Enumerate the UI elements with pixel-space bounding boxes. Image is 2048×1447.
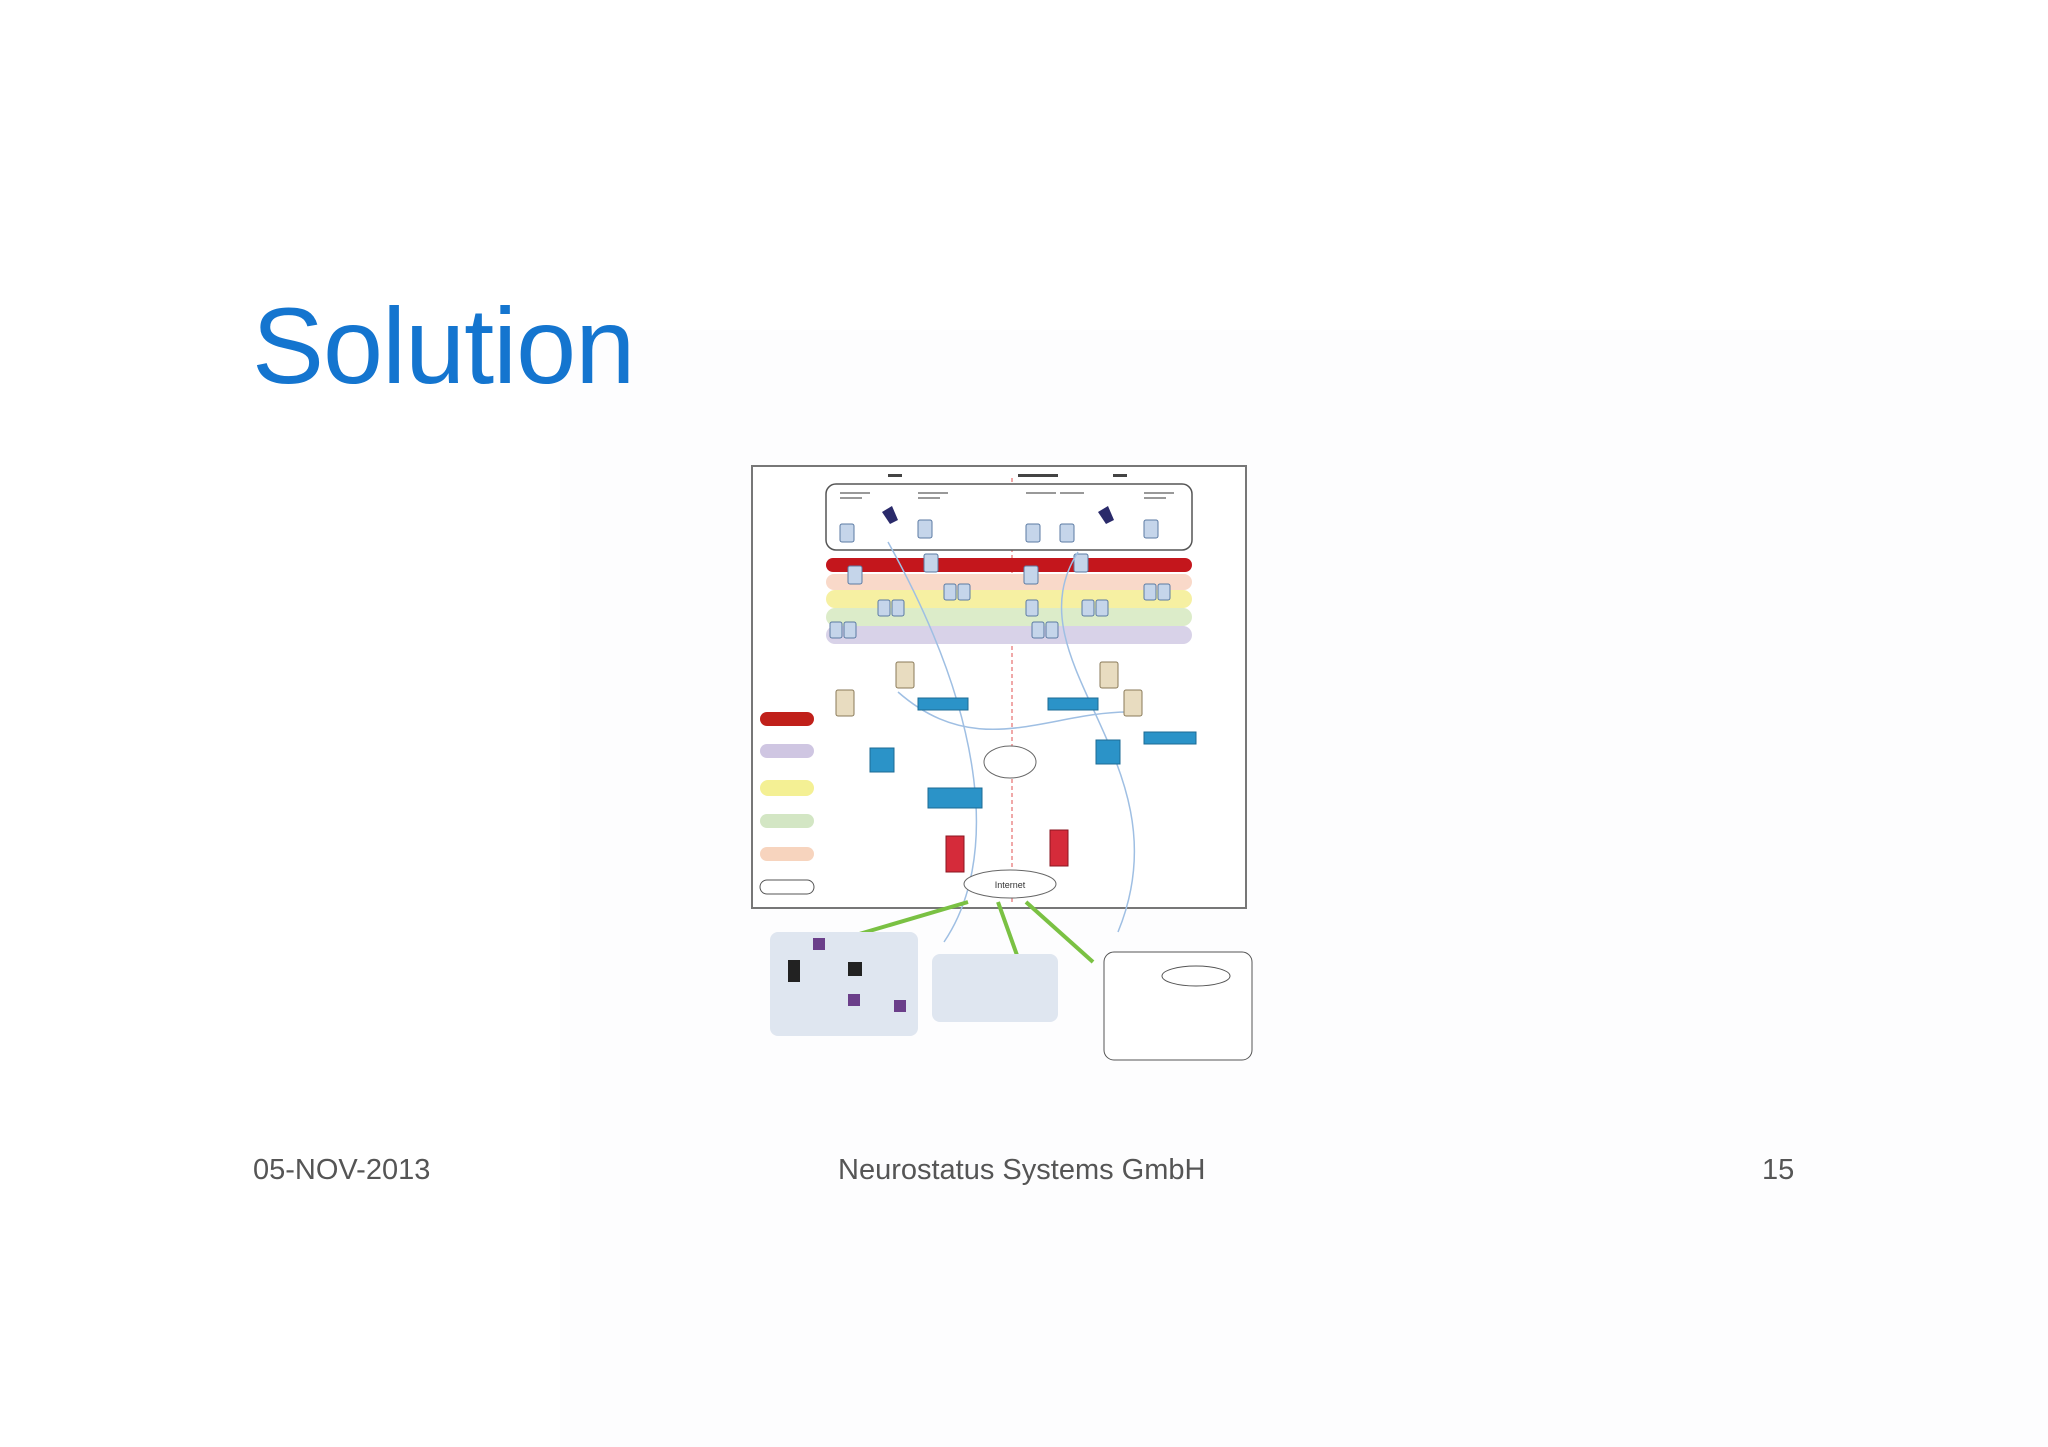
server-group-box [825,483,1193,551]
internet-cloud-label: Internet [995,880,1026,890]
diagram-legend [759,712,815,895]
slide-title: Solution [252,285,635,406]
footer-date: 05-NOV-2013 [253,1154,431,1186]
san-cloud [983,745,1037,779]
page-number: 15 [1762,1154,1795,1186]
internet-cloud [963,869,1057,899]
network-diagram-image: Internet [748,462,1256,1067]
band-red [826,558,1192,572]
router-icons [869,739,1121,773]
app-server-icons [835,661,1143,717]
band-peach [826,574,1192,590]
server-icons-top [839,519,1159,543]
footer-company: Neurostatus Systems GmbH [838,1154,1206,1186]
server-icons-bands [829,553,1171,639]
remote-access-box [932,954,1058,1022]
internet-mobile-box [770,932,918,1036]
client-device-icons [813,938,906,1012]
band-purple [826,626,1192,644]
